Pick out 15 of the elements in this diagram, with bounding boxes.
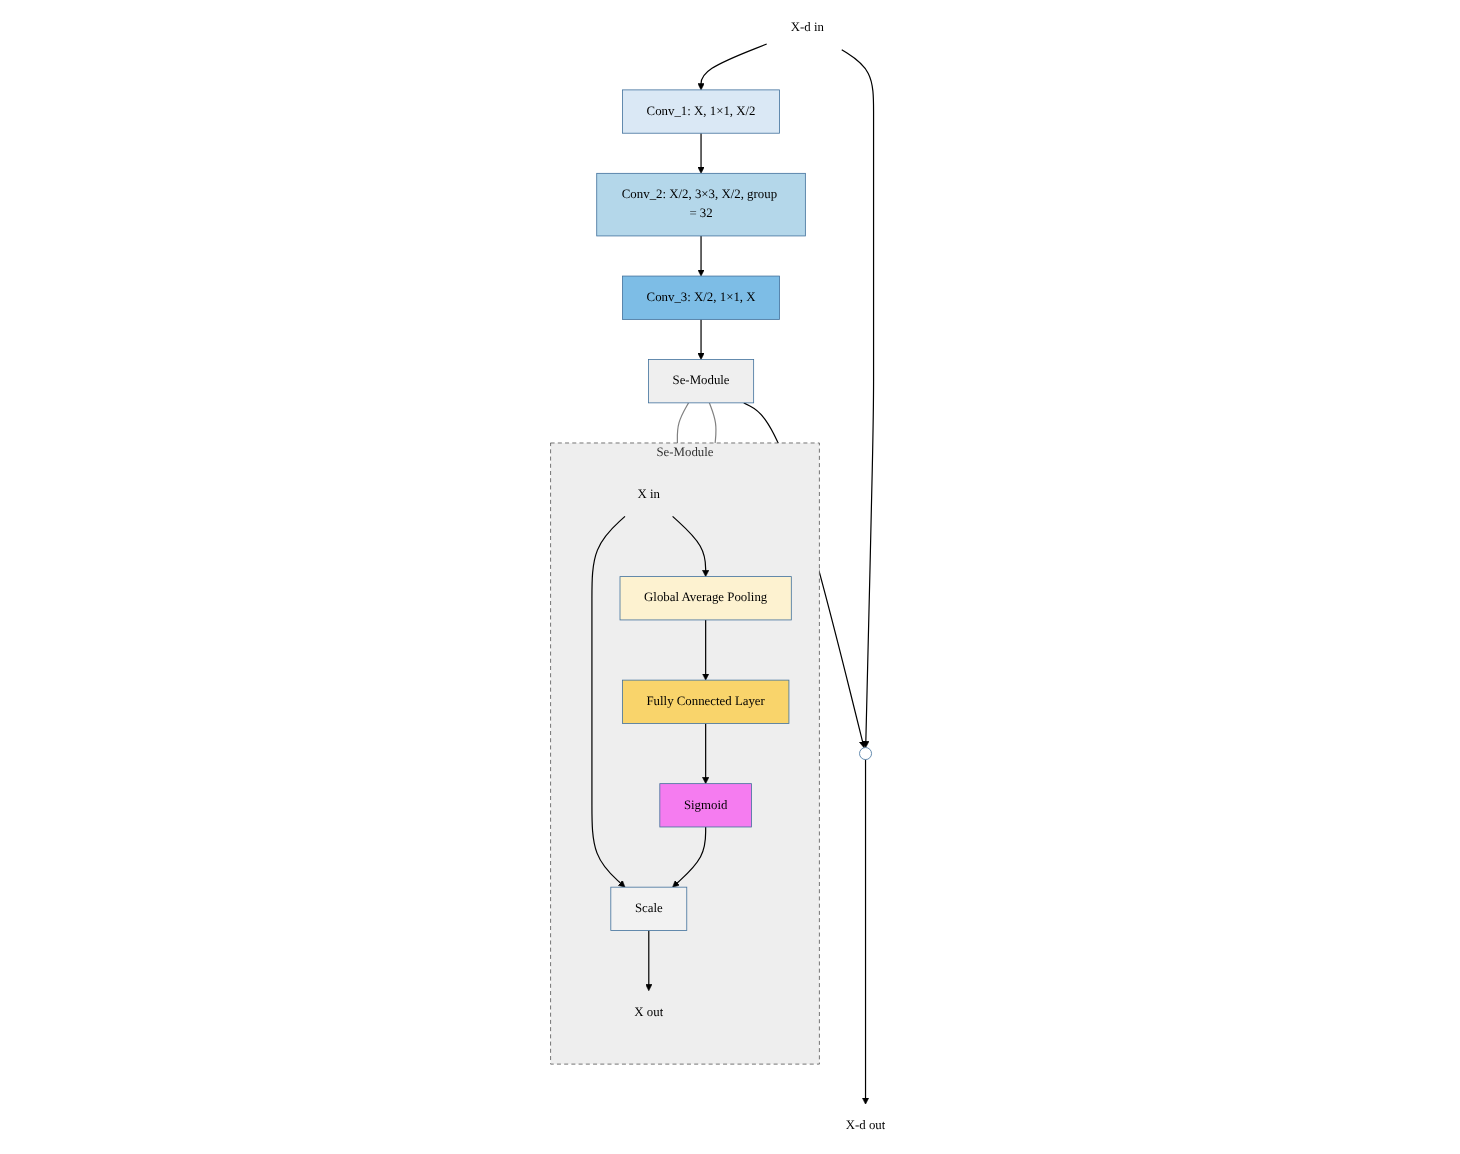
arrow — [591, 515, 626, 888]
arrow — [672, 515, 710, 577]
arrow — [697, 43, 768, 91]
arrow — [672, 826, 707, 888]
arrow — [645, 929, 653, 991]
arrow — [702, 619, 710, 681]
arrow — [697, 132, 705, 174]
arrow — [841, 49, 875, 748]
connector — [676, 402, 690, 444]
node-circle — [859, 747, 872, 760]
arrow — [697, 318, 705, 360]
arrow — [697, 235, 705, 277]
arrow — [862, 758, 870, 1105]
arrow — [702, 722, 710, 784]
connector — [708, 402, 717, 444]
